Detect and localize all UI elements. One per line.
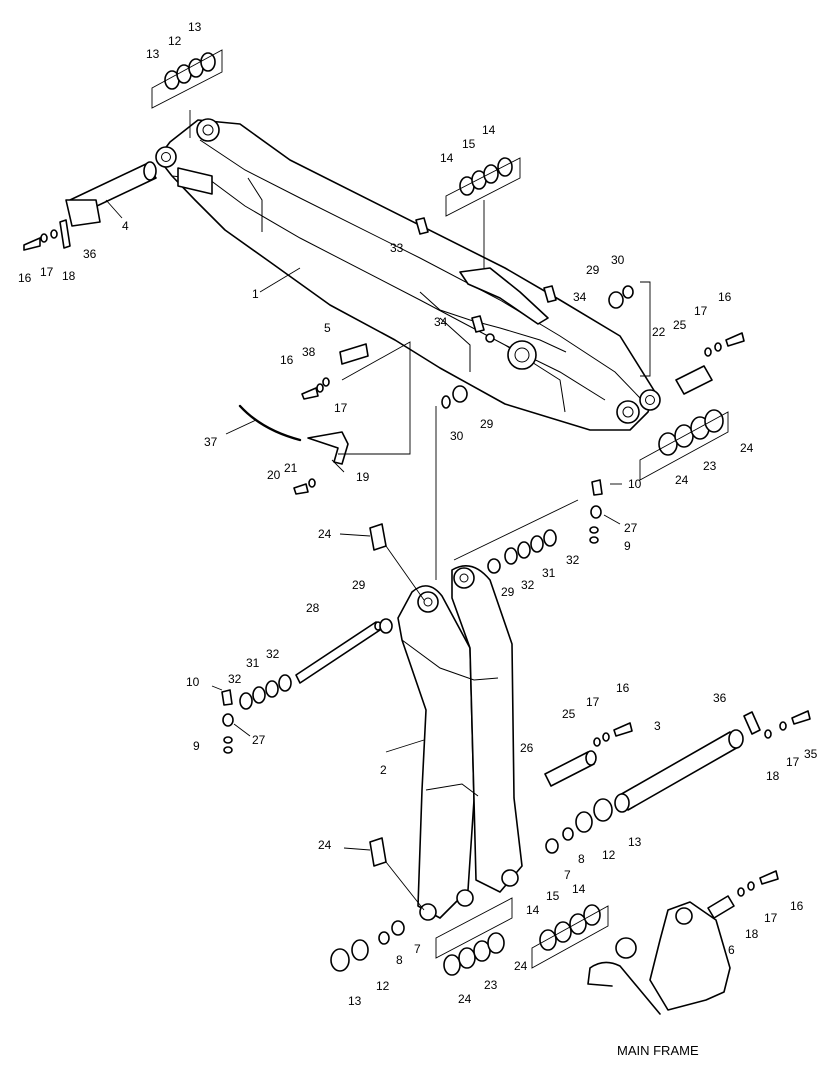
callouts: 13 12 13 4 16 17 18 36 1 14 15 14 33 29 …: [18, 20, 818, 1008]
callout-6: 6: [728, 943, 735, 957]
callout-35: 35: [804, 747, 818, 761]
callout-32: 32: [566, 553, 580, 567]
callout-25: 25: [673, 318, 687, 332]
lower-boom: [397, 564, 523, 921]
washer-stack-12-13-right: [575, 798, 613, 833]
callout-14: 14: [526, 903, 540, 917]
callout-12: 12: [376, 979, 390, 993]
callout-10: 10: [186, 675, 200, 689]
callout-1: 1: [252, 287, 259, 301]
callout-5: 5: [324, 321, 331, 335]
callout-17: 17: [586, 695, 600, 709]
callout-33: 33: [390, 241, 404, 255]
main-frame-fragment: [587, 901, 731, 1015]
callout-34: 34: [573, 290, 587, 304]
callout-32: 32: [521, 578, 535, 592]
callout-32: 32: [266, 647, 280, 661]
callout-36: 36: [83, 247, 97, 261]
washer-stack-31-32-left: [239, 674, 292, 710]
callout-28: 28: [306, 601, 320, 615]
callout-29: 29: [352, 578, 366, 592]
callout-9: 9: [193, 739, 200, 753]
callout-17: 17: [40, 265, 54, 279]
callout-19: 19: [356, 470, 370, 484]
callout-3: 3: [654, 719, 661, 733]
callout-13: 13: [188, 20, 202, 34]
callout-30: 30: [611, 253, 625, 267]
upper-boom: [155, 118, 661, 431]
callout-10: 10: [628, 477, 642, 491]
callout-12: 12: [168, 34, 182, 48]
callout-18: 18: [745, 927, 759, 941]
callout-17: 17: [334, 401, 348, 415]
callout-29: 29: [480, 417, 494, 431]
washer-stack-12-13-left: [330, 939, 369, 972]
callout-27: 27: [624, 521, 638, 535]
callout-7: 7: [564, 868, 571, 882]
callout-34: 34: [434, 315, 448, 329]
washer-stack-14-15-bottom: [539, 904, 601, 951]
callout-31: 31: [246, 656, 260, 670]
callout-17: 17: [786, 755, 800, 769]
callout-32: 32: [228, 672, 242, 686]
callout-38: 38: [302, 345, 316, 359]
callout-15: 15: [462, 137, 476, 151]
callout-23: 23: [484, 978, 498, 992]
callout-23: 23: [703, 459, 717, 473]
callout-26: 26: [520, 741, 534, 755]
callout-31: 31: [542, 566, 556, 580]
callout-24: 24: [318, 527, 332, 541]
callout-22: 22: [652, 325, 666, 339]
callout-20: 20: [267, 468, 281, 482]
callout-18: 18: [62, 269, 76, 283]
callout-13: 13: [628, 835, 642, 849]
callout-9: 9: [624, 539, 631, 553]
callout-24: 24: [675, 473, 689, 487]
callout-29: 29: [586, 263, 600, 277]
callout-18: 18: [766, 769, 780, 783]
callout-13: 13: [146, 47, 160, 61]
callout-14: 14: [572, 882, 586, 896]
callout-17: 17: [694, 304, 708, 318]
small-fasteners: [23, 217, 811, 897]
leader-lines: [105, 49, 729, 969]
callout-29: 29: [501, 585, 515, 599]
callout-37: 37: [204, 435, 218, 449]
callout-13: 13: [348, 994, 362, 1008]
callout-27: 27: [252, 733, 266, 747]
washer-stack-top: [164, 52, 216, 90]
callout-16: 16: [280, 353, 294, 367]
callout-16: 16: [616, 681, 630, 695]
callout-4: 4: [122, 219, 129, 233]
washer-stack-14-15: [459, 157, 513, 196]
callout-24: 24: [740, 441, 754, 455]
callout-12: 12: [602, 848, 616, 862]
callout-17: 17: [764, 911, 778, 925]
callout-8: 8: [578, 852, 585, 866]
callout-16: 16: [18, 271, 32, 285]
callout-14: 14: [482, 123, 496, 137]
callout-16: 16: [718, 290, 732, 304]
callout-2: 2: [380, 763, 387, 777]
callout-25: 25: [562, 707, 576, 721]
callout-14: 14: [440, 151, 454, 165]
pins-and-hardware: [23, 52, 811, 976]
callout-24: 24: [514, 959, 528, 973]
callout-24: 24: [318, 838, 332, 852]
washer-stack-31-32-right: [504, 529, 557, 565]
callout-16: 16: [790, 899, 804, 913]
diagram-caption: MAIN FRAME: [617, 1043, 699, 1058]
callout-36: 36: [713, 691, 727, 705]
washer-stack-23-24-bottom: [443, 932, 505, 976]
callout-15: 15: [546, 889, 560, 903]
callout-21: 21: [284, 461, 298, 475]
callout-30: 30: [450, 429, 464, 443]
callout-7: 7: [414, 942, 421, 956]
callout-24: 24: [458, 992, 472, 1006]
callout-8: 8: [396, 953, 403, 967]
